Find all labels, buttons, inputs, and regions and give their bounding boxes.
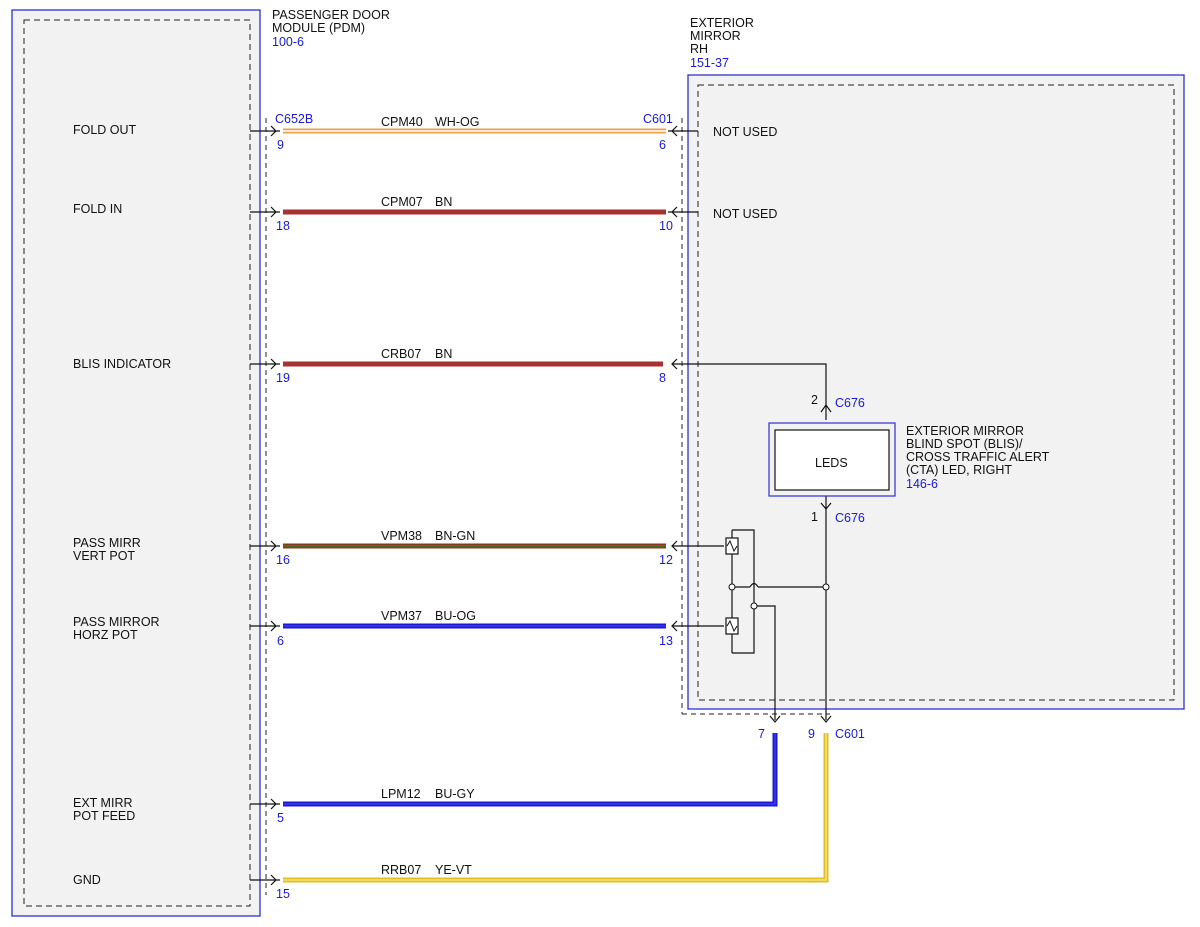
pdm-horz-label-1: PASS MIRROR <box>73 615 160 629</box>
pdm-vert-label-2: VERT POT <box>73 549 135 563</box>
pdm-title-2: MODULE (PDM) <box>272 21 365 35</box>
circuit-label-blis: CRB07 <box>381 347 421 361</box>
mirror-bottom-connector-label[interactable]: C601 <box>835 727 865 741</box>
mirror-title-1: EXTERIOR <box>690 16 754 30</box>
pdm-module-box <box>11 9 261 917</box>
led-title-2: BLIND SPOT (BLIS)/ <box>906 437 1023 451</box>
pdm-pin-fold_out: 9 <box>277 138 284 152</box>
pdm-fold-in-label: FOLD IN <box>73 202 122 216</box>
pdm-vert-label-1: PASS MIRR <box>73 536 141 550</box>
pdm-gnd-label: GND <box>73 873 101 887</box>
feed-internal-wire <box>754 605 776 720</box>
led-pin-top: 2 <box>811 393 818 407</box>
led-ref[interactable]: 146-6 <box>906 477 938 491</box>
pdm-pin-feed: 5 <box>277 811 284 825</box>
wires <box>283 128 829 883</box>
blis-internal-wire <box>672 363 827 420</box>
pdm-pin-gnd: 15 <box>276 887 290 901</box>
color-label-gnd: YE-VT <box>435 863 472 877</box>
led-title-3: CROSS TRAFFIC ALERT <box>906 450 1050 464</box>
mirror-pin-gnd: 9 <box>808 727 815 741</box>
wire-stripe-gnd <box>283 733 827 881</box>
color-label-fold_out: WH-OG <box>435 115 479 129</box>
color-label-feed: BU-GY <box>435 787 475 801</box>
mirror-title-3: RH <box>690 42 708 56</box>
pdm-connector-label[interactable]: C652B <box>275 112 313 126</box>
mirror-module-box <box>687 74 1185 710</box>
pdm-pin-horz: 6 <box>277 634 284 648</box>
mirror-fold-out-not-used: NOT USED <box>713 125 777 139</box>
mirror-title-2: MIRROR <box>690 29 741 43</box>
pdm-pin-blis: 19 <box>276 371 290 385</box>
mirror-pin-fold_out: 6 <box>659 138 666 152</box>
circuit-label-horz: VPM37 <box>381 609 422 623</box>
pot-frame <box>732 529 755 654</box>
mirror-pin-feed: 7 <box>758 727 765 741</box>
mirror-fold-in-not-used: NOT USED <box>713 207 777 221</box>
pdm-pin-vert: 16 <box>276 553 290 567</box>
pdm-title-1: PASSENGER DOOR <box>272 8 390 22</box>
pdm-terminal-arrows <box>250 125 280 886</box>
mirror-connector-label[interactable]: C601 <box>643 112 673 126</box>
feed-bottom-arrow <box>769 715 781 723</box>
vert-potentiometer <box>725 537 739 555</box>
led-bottom-arrow <box>820 502 832 510</box>
circuit-label-feed: LPM12 <box>381 787 421 801</box>
led-title-4: (CTA) LED, RIGHT <box>906 463 1012 477</box>
circuit-label-fold_out: CPM40 <box>381 115 423 129</box>
led-connector-top[interactable]: C676 <box>835 396 865 410</box>
horz-potentiometer <box>725 617 739 635</box>
led-component <box>774 429 890 491</box>
mirror-pin-blis: 8 <box>659 371 666 385</box>
gnd-bottom-arrow <box>820 715 832 723</box>
pdm-feed-label-2: POT FEED <box>73 809 135 823</box>
wire-feed <box>283 733 778 807</box>
pdm-blis-label: BLIS INDICATOR <box>73 357 171 371</box>
circuit-label-fold_in: CPM07 <box>381 195 423 209</box>
mirror-junctions <box>728 583 830 610</box>
pdm-horz-label-2: HORZ POT <box>73 628 138 642</box>
mirror-pin-vert: 12 <box>659 553 673 567</box>
circuit-label-vert: VPM38 <box>381 529 422 543</box>
wire-stripe-feed <box>283 733 776 805</box>
circuit-label-gnd: RRB07 <box>381 863 421 877</box>
pdm-fold-out-label: FOLD OUT <box>73 123 137 137</box>
pdm-feed-label-1: EXT MIRR <box>73 796 133 810</box>
mirror-internal-wiring <box>672 363 832 723</box>
mirror-module-inner <box>697 84 1175 701</box>
pdm-pin-fold_in: 18 <box>276 219 290 233</box>
mirror-terminal-arrows <box>668 125 698 632</box>
mirror-pin-fold_in: 10 <box>659 219 673 233</box>
led-title-1: EXTERIOR MIRROR <box>906 424 1024 438</box>
color-label-fold_in: BN <box>435 195 452 209</box>
led-pin-bottom: 1 <box>811 510 818 524</box>
pdm-ref[interactable]: 100-6 <box>272 35 304 49</box>
mirror-ref[interactable]: 151-37 <box>690 56 729 70</box>
mirror-pin-horz: 13 <box>659 634 673 648</box>
pdm-pin-numbers: 9 18 19 16 6 5 15 <box>276 138 290 901</box>
led-connector-bottom[interactable]: C676 <box>835 511 865 525</box>
color-label-vert: BN-GN <box>435 529 475 543</box>
led-label: LEDS <box>815 456 848 470</box>
color-label-horz: BU-OG <box>435 609 476 623</box>
bus-crossover <box>749 582 759 588</box>
color-label-blis: BN <box>435 347 452 361</box>
pdm-module-inner <box>23 19 251 907</box>
led-top-arrow <box>820 403 832 413</box>
